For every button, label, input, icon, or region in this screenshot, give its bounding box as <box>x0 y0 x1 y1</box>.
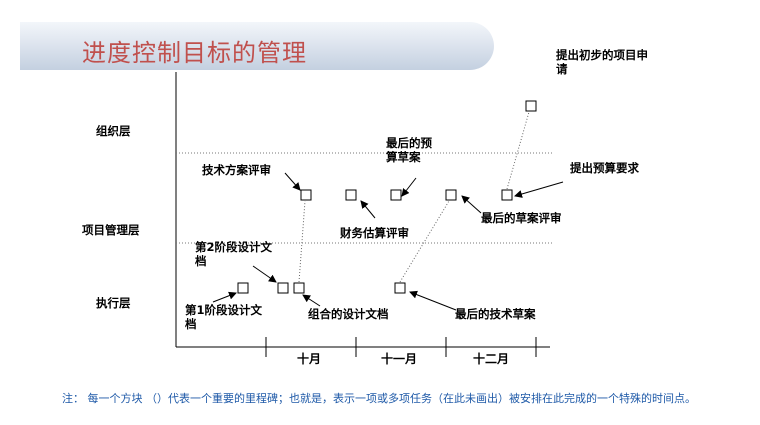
milestone-label-final-budget-draft: 最后的预算草案 <box>386 136 432 164</box>
milestone-label-combined-design: 组合的设计文档 <box>308 307 389 321</box>
dependency-link <box>298 200 306 283</box>
milestone-box <box>277 282 289 294</box>
milestone-box <box>237 282 249 294</box>
milestone-box <box>525 100 537 112</box>
milestone-label-final-draft-review: 最后的草案评审 <box>481 211 562 225</box>
milestone-label-phase1-design: 第1阶段设计文档 <box>185 303 263 331</box>
level-label-execution: 执行层 <box>96 296 131 310</box>
milestone-label-budget-request: 提出预算要求 <box>570 161 639 175</box>
pointer-arrow <box>461 195 482 214</box>
milestone-box <box>501 189 513 201</box>
pointer-arrow <box>409 290 457 311</box>
footnote: 注： 每一个方块 （）代表一个重要的里程碑；也就是，表示一项或多项任务（在此未画… <box>62 392 696 405</box>
month-label-december: 十二月 <box>473 352 510 366</box>
milestone-box <box>445 189 457 201</box>
pointer-arrow <box>252 265 277 283</box>
milestone-box <box>293 282 305 294</box>
milestone-label-final-tech-draft: 最后的技术草案 <box>455 307 536 321</box>
dependency-link <box>399 200 450 283</box>
pointer-arrow <box>212 291 237 303</box>
milestone-box <box>394 282 406 294</box>
milestone-label-initial-proposal: 提出初步的项目申请 <box>556 48 648 76</box>
milestone-box <box>300 189 312 201</box>
month-label-october: 十月 <box>297 352 322 366</box>
level-label-project-management: 项目管理层 <box>82 223 140 237</box>
title-banner <box>20 22 494 70</box>
pointer-arrow <box>302 294 321 307</box>
milestone-label-phase2-design: 第2阶段设计文档 <box>195 240 273 268</box>
dependency-link <box>506 111 530 190</box>
pointer-arrow <box>514 181 564 198</box>
milestone-box <box>390 189 402 201</box>
milestone-label-finance-estimate-review: 财务估算评审 <box>340 226 409 240</box>
milestone-box <box>345 189 357 201</box>
pointer-arrow <box>401 177 417 197</box>
level-label-organization: 组织层 <box>96 124 131 138</box>
pointer-arrow <box>360 200 376 219</box>
milestone-label-tech-review: 技术方案评审 <box>202 163 271 177</box>
pointer-arrow <box>284 172 301 191</box>
month-label-november: 十一月 <box>381 352 418 366</box>
page-title: 进度控制目标的管理 <box>82 39 307 67</box>
